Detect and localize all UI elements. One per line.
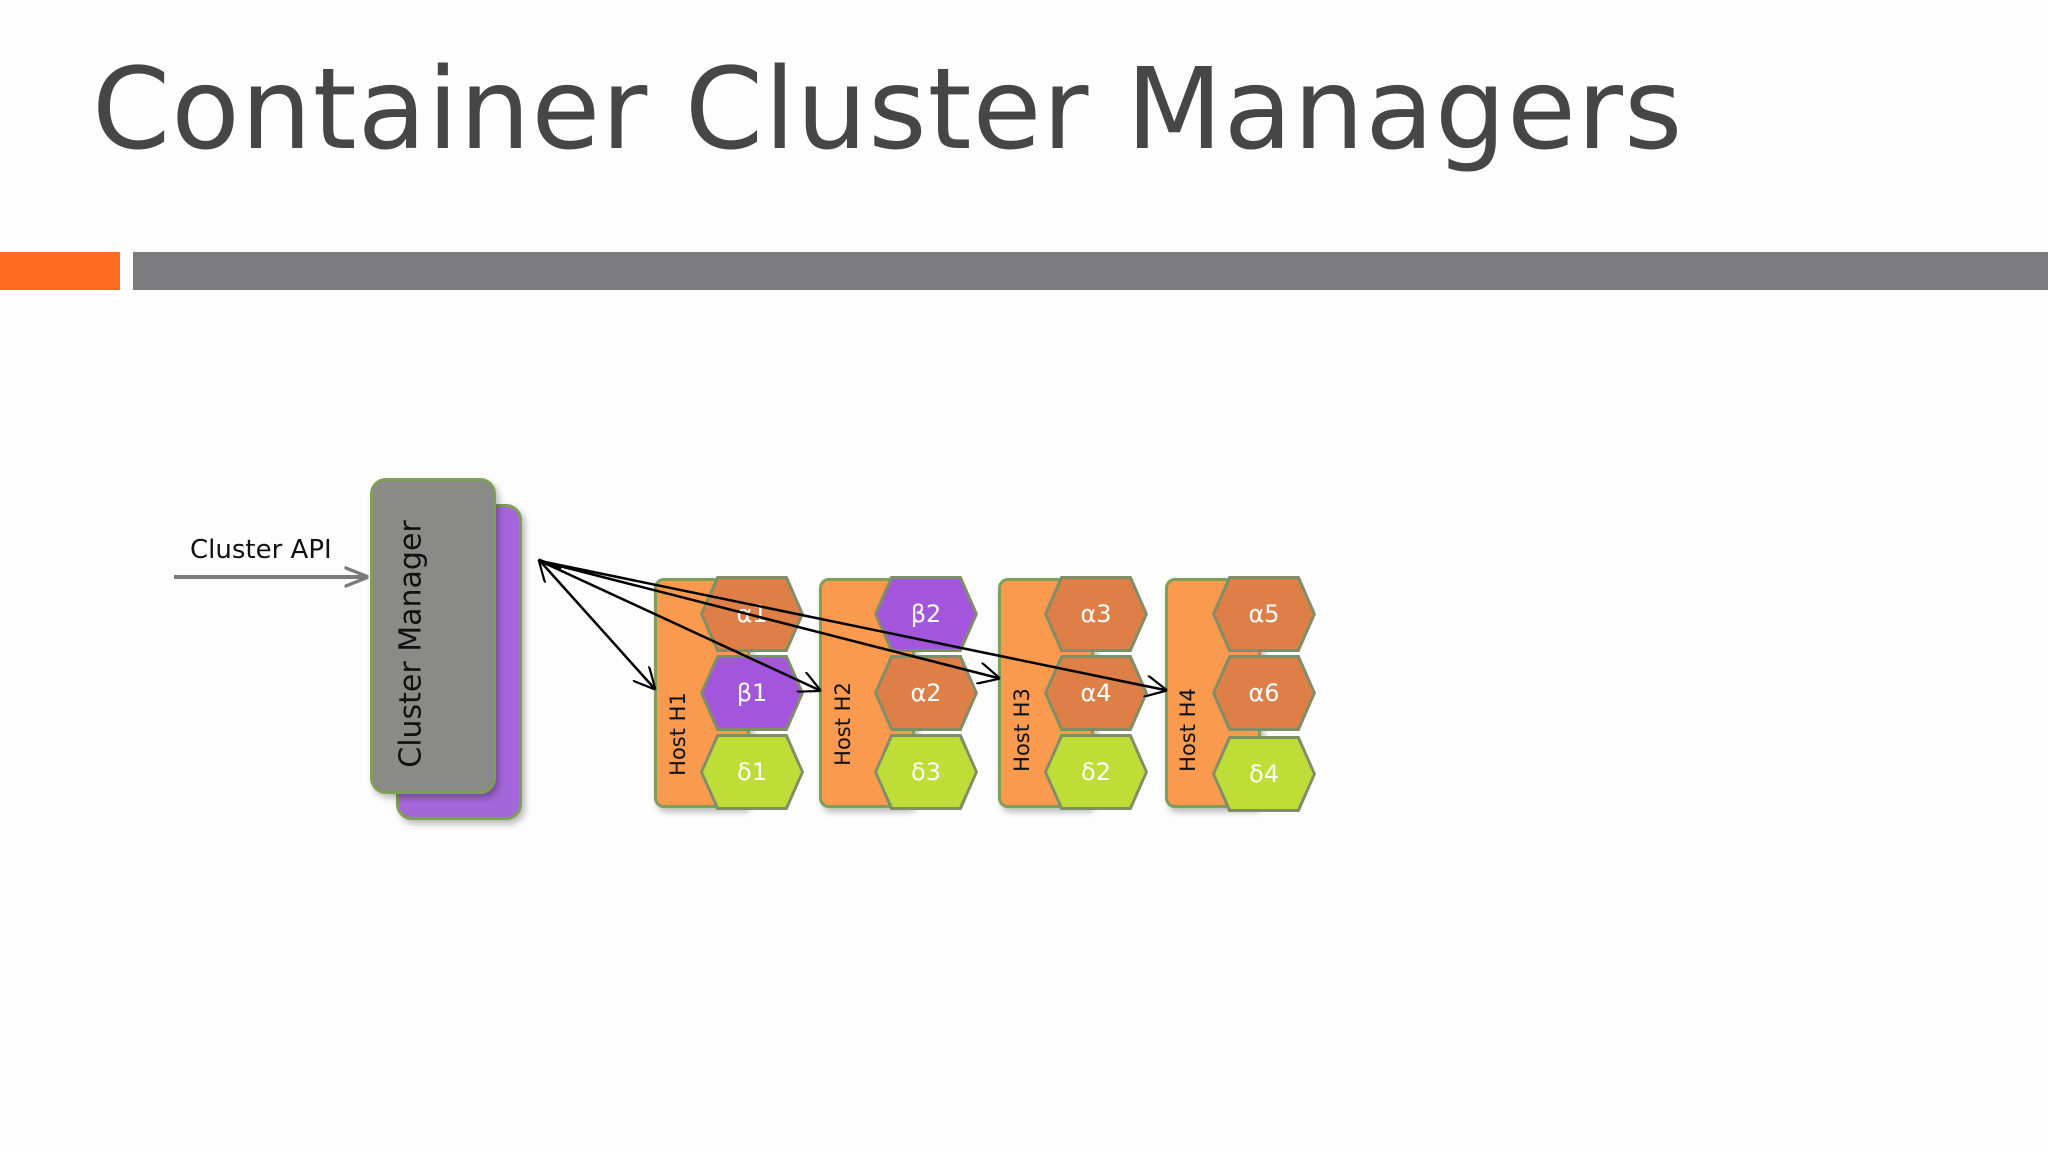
manager-to-host-h1-arrow: [540, 561, 654, 688]
host-h1-label: Host H1: [666, 692, 690, 776]
container-label: β1: [703, 658, 801, 728]
container-label: α5: [1215, 579, 1313, 649]
container-label: α4: [1047, 658, 1145, 728]
container-label: α6: [1215, 658, 1313, 728]
container-label: δ2: [1047, 737, 1145, 807]
container-hex: α6: [1212, 655, 1316, 731]
container-label: α2: [877, 658, 975, 728]
container-hex: α3: [1044, 576, 1148, 652]
container-hex: β2: [874, 576, 978, 652]
container-label: δ1: [703, 737, 801, 807]
container-label: β2: [877, 579, 975, 649]
container-label: δ3: [877, 737, 975, 807]
container-hex: α2: [874, 655, 978, 731]
title-divider-bar: [133, 252, 2048, 290]
host-h2-label: Host H2: [831, 682, 855, 766]
container-hex: δ1: [700, 734, 804, 810]
container-hex: α1: [700, 576, 804, 652]
cluster-manager-box: [370, 478, 496, 794]
container-hex: δ4: [1212, 736, 1316, 812]
container-label: δ4: [1215, 739, 1313, 809]
container-label: α3: [1047, 579, 1145, 649]
container-hex: δ2: [1044, 734, 1148, 810]
container-hex: δ3: [874, 734, 978, 810]
container-label: α1: [703, 579, 801, 649]
container-hex: α4: [1044, 655, 1148, 731]
host-h3-label: Host H3: [1010, 688, 1034, 772]
cluster-manager-label: Cluster Manager: [393, 520, 429, 768]
container-hex: β1: [700, 655, 804, 731]
container-hex: α5: [1212, 576, 1316, 652]
title-accent-orange-bar: [0, 252, 120, 290]
host-h4-label: Host H4: [1176, 688, 1200, 772]
slide-title: Container Cluster Managers: [92, 45, 1684, 175]
cluster-api-label: Cluster API: [190, 535, 332, 565]
